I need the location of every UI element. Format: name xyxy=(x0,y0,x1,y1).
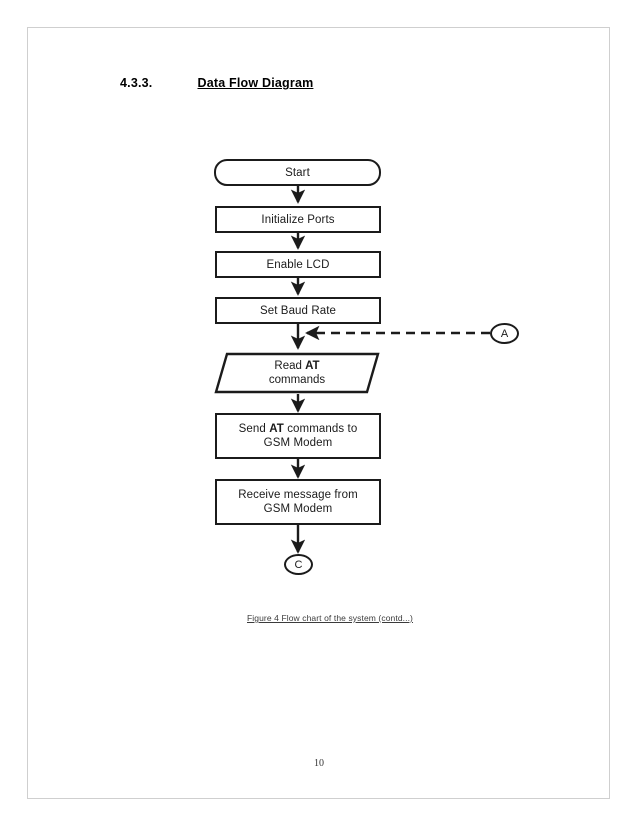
flow-node-initialize-ports[interactable]: Initialize Ports xyxy=(215,206,381,233)
flow-node-receive-message[interactable]: Receive message from GSM Modem xyxy=(215,479,381,525)
receive-label-line2: GSM Modem xyxy=(263,503,333,515)
read-label-pre: Read xyxy=(274,360,306,372)
page-title: Data Flow Diagram xyxy=(197,76,314,90)
flow-node-set-baud-rate-label: Set Baud Rate xyxy=(259,304,337,317)
flow-node-set-baud-rate[interactable]: Set Baud Rate xyxy=(215,297,381,324)
flow-connector-a[interactable]: A xyxy=(490,323,519,344)
read-label-bold: AT xyxy=(305,360,320,372)
document-page: 4.3.3. Data Flow Diagram xyxy=(27,27,610,799)
section-heading: 4.3.3. Data Flow Diagram xyxy=(120,76,313,90)
send-label-post: commands to xyxy=(283,423,358,435)
flow-node-receive-message-label: Receive message from GSM Modem xyxy=(234,488,362,516)
heading-number: 4.3.3. xyxy=(120,76,153,90)
receive-label-line1: Receive message from xyxy=(238,489,358,501)
figure-caption: Figure 4 Flow chart of the system (contd… xyxy=(247,613,413,623)
flow-connector-a-label: A xyxy=(500,327,509,340)
read-label-line2: commands xyxy=(268,374,326,386)
flow-node-initialize-ports-label: Initialize Ports xyxy=(261,213,335,226)
flow-node-send-at-commands[interactable]: Send AT commands to GSM Modem xyxy=(215,413,381,459)
flow-node-read-at-commands-label: Read AT commands xyxy=(214,352,380,394)
flow-connector-c-label: C xyxy=(294,558,303,571)
flow-connector-c[interactable]: C xyxy=(284,554,313,575)
data-flow-diagram: Start Initialize Ports Enable LCD Set Ba… xyxy=(28,28,611,800)
flow-node-enable-lcd[interactable]: Enable LCD xyxy=(215,251,381,278)
send-label-bold: AT xyxy=(269,423,284,435)
send-label-pre: Send xyxy=(238,423,270,435)
page-number: 10 xyxy=(314,758,324,769)
flow-node-send-at-commands-label: Send AT commands to GSM Modem xyxy=(235,422,362,450)
flow-node-enable-lcd-label: Enable LCD xyxy=(266,258,330,271)
flow-node-read-at-commands[interactable]: Read AT commands xyxy=(214,352,380,394)
send-label-line2: GSM Modem xyxy=(263,437,333,449)
flow-node-start-label: Start xyxy=(285,166,310,179)
parallelogram-shape xyxy=(214,352,380,394)
flow-node-start[interactable]: Start xyxy=(214,159,381,186)
